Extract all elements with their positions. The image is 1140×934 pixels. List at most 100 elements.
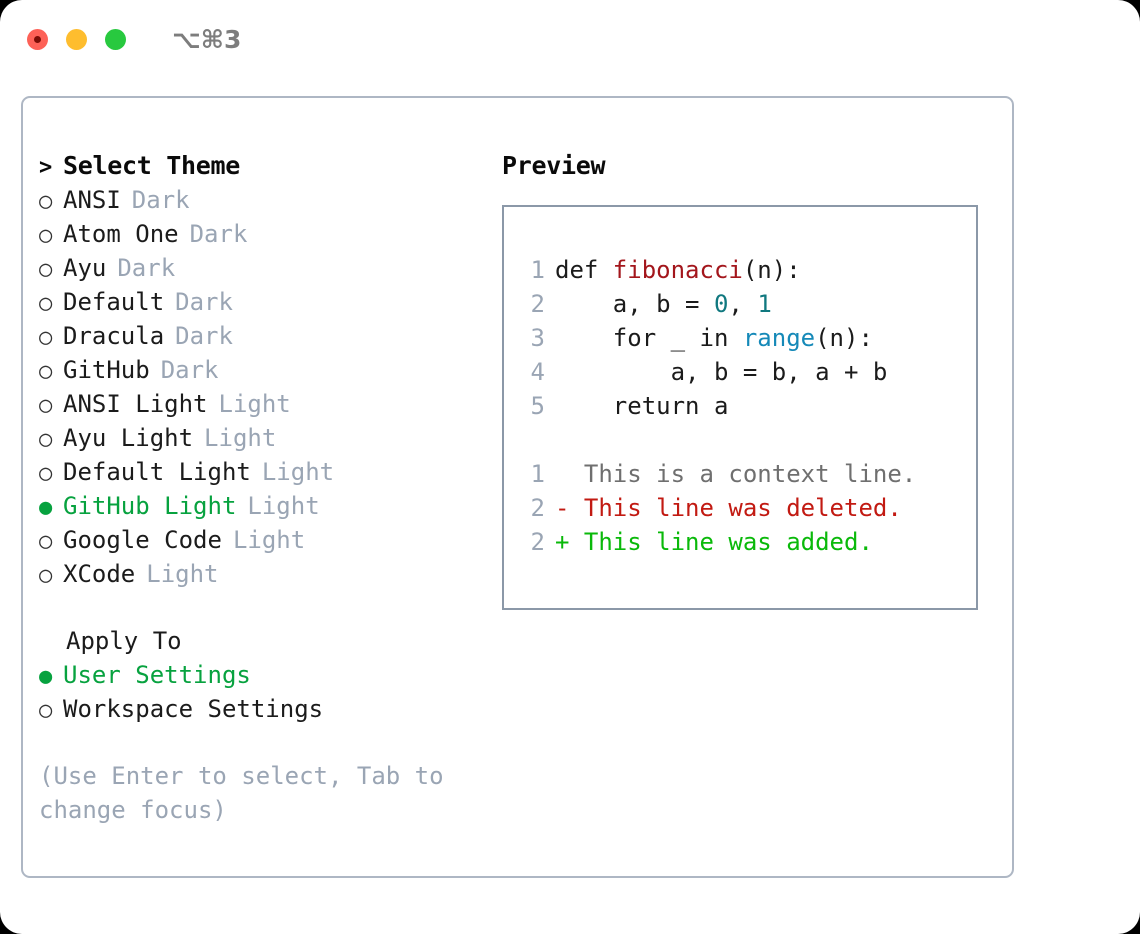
- code-token-plain: ,: [728, 290, 758, 318]
- diff-marker: [555, 460, 569, 488]
- apply-to-option-label: User Settings: [63, 661, 251, 689]
- diff-marker: -: [555, 494, 570, 522]
- diff-sample: 1 This is a context line.2- This line wa…: [504, 457, 976, 559]
- theme-variant-badge: Dark: [160, 356, 219, 384]
- diff-line-number: 1: [530, 460, 545, 488]
- theme-option-ansi-light[interactable]: ○ ANSI Light Light: [39, 387, 489, 421]
- code-diff-separator: [504, 423, 976, 457]
- theme-variant-badge: Dark: [117, 254, 176, 282]
- code-line-number: 2: [530, 290, 545, 318]
- theme-option-label: Atom One: [63, 220, 179, 248]
- code-line-number: 3: [530, 324, 545, 352]
- theme-option-label: Default Light: [63, 458, 251, 486]
- maximize-button[interactable]: [105, 28, 126, 50]
- keyboard-hint-text: (Use Enter to select, Tab to change focu…: [39, 762, 444, 824]
- theme-option-ayu[interactable]: ○ Ayu Dark: [39, 251, 489, 285]
- radio-unselected-icon: ○: [39, 359, 53, 384]
- theme-option-label: Ayu: [63, 254, 107, 282]
- theme-option-label: XCode: [63, 560, 136, 588]
- theme-variant-badge: Light: [232, 526, 306, 554]
- radio-unselected-icon: ○: [39, 189, 53, 214]
- theme-option-label: ANSI Light: [63, 390, 208, 418]
- code-token-plain: def: [555, 256, 613, 284]
- radio-unselected-icon: ○: [39, 529, 53, 554]
- theme-option-atom-one[interactable]: ○ Atom One Dark: [39, 217, 489, 251]
- radio-unselected-icon: ○: [39, 393, 53, 418]
- window-controls: [27, 28, 126, 50]
- theme-option-label: Dracula: [63, 322, 165, 350]
- diff-text: This line was deleted.: [569, 494, 902, 522]
- theme-variant-badge: Light: [146, 560, 219, 588]
- theme-variant-badge: Light: [247, 492, 320, 520]
- theme-option-default-light[interactable]: ○ Default Light Light: [39, 455, 489, 489]
- theme-option-ayu-light[interactable]: ○ Ayu Light Light: [39, 421, 489, 455]
- theme-option-github[interactable]: ○ GitHub Dark: [39, 353, 489, 387]
- theme-option-label: GitHub Light: [63, 492, 237, 520]
- title-bar: ⌥⌘3: [0, 0, 1140, 78]
- diff-line-add: 2+ This line was added.: [504, 525, 976, 559]
- radio-unselected-icon: ○: [39, 325, 53, 350]
- theme-option-label: Default: [63, 288, 165, 316]
- code-line-number: 4: [530, 358, 545, 386]
- diff-line-ctx: 1 This is a context line.: [504, 457, 976, 491]
- code-token-plain: (n):: [742, 256, 801, 284]
- theme-variant-badge: Light: [261, 458, 335, 486]
- keyboard-shortcut-label: ⌥⌘3: [172, 24, 242, 54]
- code-token-plain: return a: [555, 392, 729, 420]
- theme-option-dracula[interactable]: ○ Dracula Dark: [39, 319, 489, 353]
- theme-option-label: ANSI: [63, 186, 121, 214]
- radio-unselected-icon: ○: [39, 257, 53, 282]
- apply-to-option-label: Workspace Settings: [63, 695, 324, 723]
- theme-variant-badge: Dark: [175, 322, 233, 350]
- apply-to-list: ● User Settings ○ Workspace Settings: [39, 658, 489, 726]
- theme-option-default[interactable]: ○ Default Dark: [39, 285, 489, 319]
- select-theme-title: Select Theme: [63, 151, 241, 180]
- close-button[interactable]: [27, 28, 48, 50]
- radio-selected-icon: ●: [39, 664, 53, 689]
- list-spacer: [39, 591, 489, 624]
- diff-line-number: 2: [530, 528, 545, 556]
- diff-line-del: 2- This line was deleted.: [504, 491, 976, 525]
- theme-variant-badge: Dark: [189, 220, 248, 248]
- focus-caret-icon: >: [39, 155, 52, 180]
- code-token-plain: a, b = b, a + b: [555, 358, 888, 386]
- apply-to-label: Apply To: [66, 627, 182, 655]
- apply-to-option-workspace-settings[interactable]: ○ Workspace Settings: [39, 692, 489, 726]
- radio-unselected-icon: ○: [39, 223, 53, 248]
- code-line: 3 for _ in range(n):: [504, 321, 976, 355]
- code-line: 5 return a: [504, 389, 976, 423]
- theme-option-label: Ayu Light: [63, 424, 194, 452]
- radio-unselected-icon: ○: [39, 291, 53, 316]
- radio-unselected-icon: ○: [39, 427, 53, 452]
- code-line-number: 1: [530, 256, 545, 284]
- diff-text: This line was added.: [569, 528, 873, 556]
- code-token-plain: for _ in: [555, 324, 743, 352]
- theme-variant-badge: Light: [204, 424, 277, 452]
- theme-option-xcode[interactable]: ○ XCode Light: [39, 557, 489, 591]
- apply-to-option-user-settings[interactable]: ● User Settings: [39, 658, 489, 692]
- code-line-number: 5: [530, 392, 545, 420]
- radio-unselected-icon: ○: [39, 563, 53, 588]
- minimize-button[interactable]: [66, 28, 87, 50]
- select-theme-header: > Select Theme: [39, 149, 489, 183]
- code-line: 4 a, b = b, a + b: [504, 355, 976, 389]
- theme-option-label: GitHub: [63, 356, 150, 384]
- radio-unselected-icon: ○: [39, 698, 53, 723]
- theme-variant-badge: Dark: [175, 288, 233, 316]
- code-token-num: 0: [713, 290, 729, 318]
- theme-variant-badge: Light: [218, 390, 291, 418]
- code-token-plain: a, b =: [555, 290, 714, 318]
- radio-unselected-icon: ○: [39, 461, 53, 486]
- code-token-builtin: range: [742, 324, 816, 352]
